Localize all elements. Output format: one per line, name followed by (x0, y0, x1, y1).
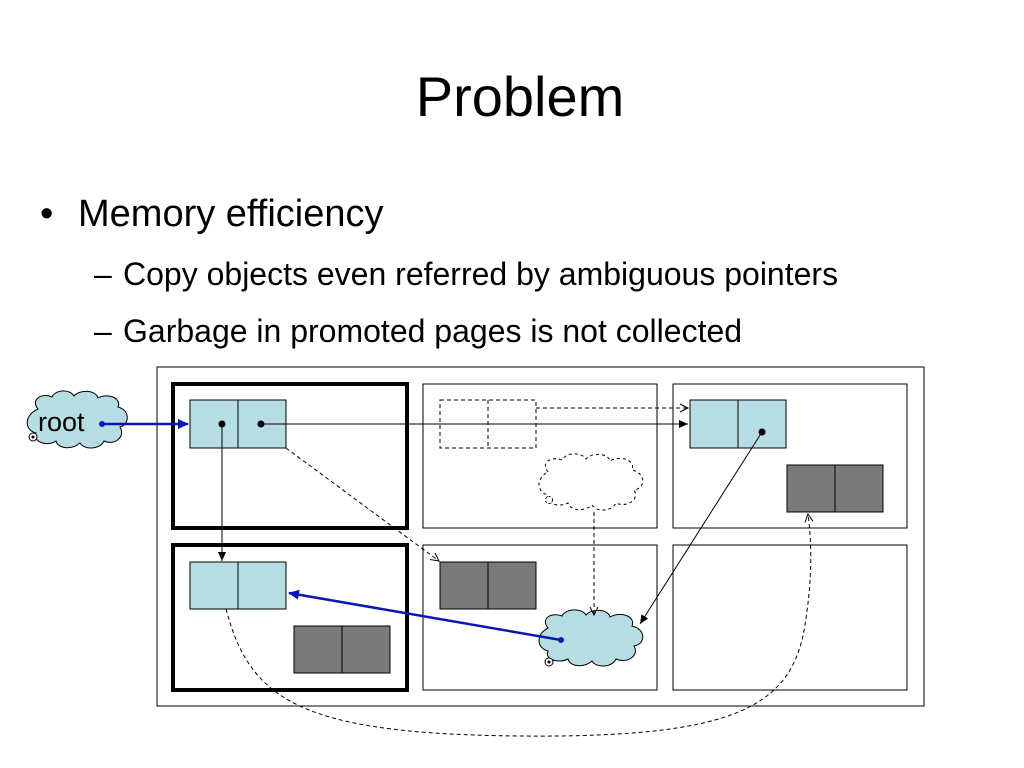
subbullet-marker: – (94, 256, 112, 292)
subbullet-copy-objects: Copy objects even referred by ambiguous … (123, 256, 839, 292)
subbullet-garbage-promoted: Garbage in promoted pages is not collect… (123, 313, 743, 349)
dashed-curve-arrow (225, 514, 811, 737)
root-label: root (38, 407, 85, 437)
ambiguous-pointer-arrow (288, 589, 564, 643)
bullet-memory-efficiency: Memory efficiency (78, 193, 384, 235)
subbullet-marker: – (94, 313, 112, 349)
ambiguous-cloud (538, 609, 644, 667)
ambiguous-cloud-dashed (538, 453, 644, 511)
root-cloud (26, 390, 128, 449)
object-garbage-bottom-middle (439, 561, 537, 610)
object-garbage-bottom-left (293, 625, 391, 674)
root-pointer-arrow (99, 419, 189, 429)
page-bottom-middle (422, 544, 658, 691)
object-garbage-top-right (786, 464, 884, 513)
object-live-bottom-left (189, 561, 287, 610)
bullet-marker: • (40, 193, 54, 235)
slide-title: Problem (415, 65, 625, 128)
heap-frame (156, 366, 925, 707)
page-top-left (171, 382, 409, 530)
page-bottom-right (672, 544, 908, 691)
dashed-arrow-to-garbage (285, 447, 439, 561)
page-bottom-left (171, 543, 409, 692)
page-top-right (672, 383, 908, 529)
pointer-arrow-to-cloud (639, 431, 763, 625)
page-top-middle (422, 383, 658, 529)
object-live-top-right (689, 399, 787, 449)
